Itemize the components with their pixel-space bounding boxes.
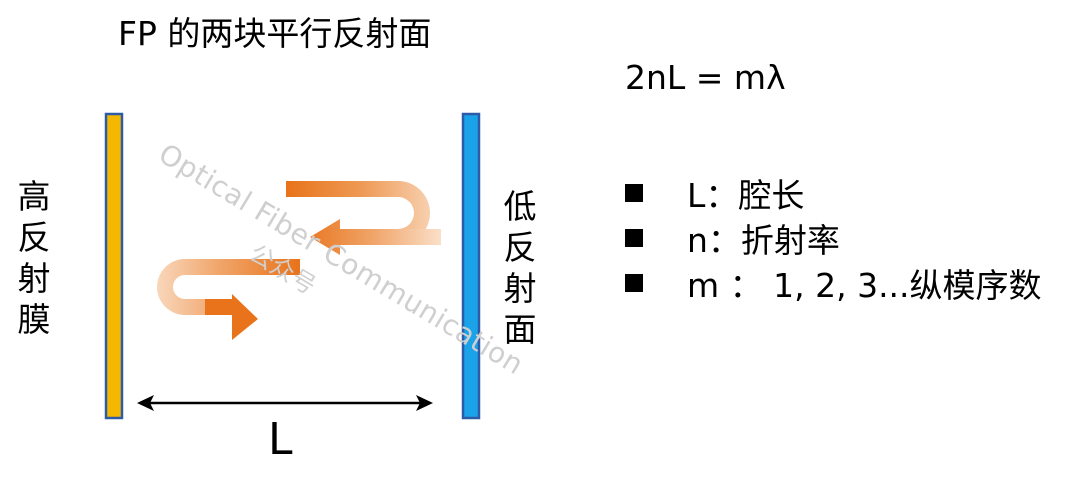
high-reflect-mirror [104,112,124,420]
resonance-equation: 2nL = mλ [625,58,786,97]
length-arrowhead-right [416,395,433,411]
legend-item: m ： 1, 2, 3...纵模序数 [625,260,1042,305]
low-reflect-mirror [461,112,481,420]
left-mirror-label: 高反射膜 [17,177,51,339]
diagram-title: FP 的两块平行反射面 [118,14,432,53]
legend-item: L：腔长 [625,170,1042,215]
beam-back [310,219,441,255]
square-bullet-icon [625,228,643,247]
legend-text: m ： 1, 2, 3...纵模序数 [687,265,1042,305]
variable-legend: L：腔长 n：折射率 m ： 1, 2, 3...纵模序数 [625,170,1042,305]
square-bullet-icon [625,273,643,292]
legend-text: n：折射率 [687,220,840,260]
length-arrowhead-left [137,395,154,411]
legend-text: L：腔长 [687,175,805,215]
legend-item: n：折射率 [625,215,1042,260]
beam-end-shaft [205,299,235,315]
cavity-length-label: L [268,414,293,465]
square-bullet-icon [625,183,643,202]
beam-forward-2 [157,259,300,315]
beam-end-arrowhead [232,294,258,340]
right-mirror-label: 低反射面 [503,187,537,349]
